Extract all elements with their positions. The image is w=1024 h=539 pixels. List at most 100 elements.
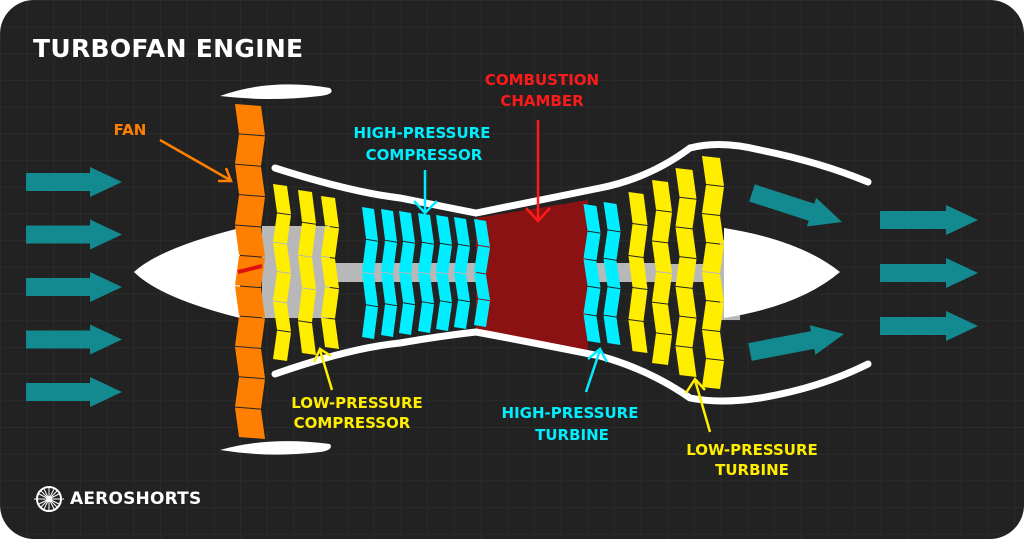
lp-turbine-blade <box>702 272 724 302</box>
hp-turbine-blade <box>583 259 601 288</box>
hp-compressor-blade <box>436 215 452 245</box>
lp-compressor-blade <box>273 272 291 303</box>
lp-compressor-blade <box>321 256 339 289</box>
lp-compressor-blade <box>273 184 291 215</box>
hp-compressor-blade <box>362 305 378 339</box>
lpt-pointer-head <box>684 376 706 394</box>
lp-compressor-blade <box>298 222 316 257</box>
lp-compressor-blade <box>321 317 339 349</box>
lp-compressor-blade <box>321 226 339 258</box>
hp-compressor-blade <box>474 272 490 301</box>
hp-compressor-blade <box>474 219 490 247</box>
fan-blade <box>235 195 265 227</box>
lpt-pointer <box>693 379 712 433</box>
combustion-chamber <box>476 200 588 352</box>
engine-blades <box>235 104 724 439</box>
label-hpc-line2: COMPRESSOR <box>366 146 483 164</box>
label-combustion-line1: COMBUSTION <box>485 71 599 89</box>
fan-pointer <box>159 138 231 182</box>
bypass-exhaust-arrow <box>749 184 842 227</box>
hp-turbine-blade <box>583 204 601 233</box>
lp-turbine-blade <box>702 330 724 360</box>
nacelle-bottom-lip <box>220 441 331 455</box>
nacelle-top-lip <box>220 84 332 99</box>
label-hpt-line1: HIGH-PRESSURE <box>502 404 639 422</box>
hp-turbine-blade <box>603 230 621 260</box>
lp-compressor-blade <box>273 213 291 244</box>
hp-compressor-blade <box>381 209 397 242</box>
fan-hub-mark <box>237 264 263 274</box>
hp-compressor-blade <box>399 241 415 274</box>
lp-turbine-blade <box>702 243 724 273</box>
fan-blade <box>235 346 265 379</box>
lp-turbine-blade <box>702 185 724 215</box>
hp-compressor-blade <box>418 242 434 274</box>
lp-turbine-blade <box>652 241 672 273</box>
hp-compressor-blade <box>362 207 378 241</box>
fan-blade <box>235 225 265 257</box>
tail-cone <box>724 228 840 318</box>
hp-compressor-blade <box>474 299 490 327</box>
hp-compressor-blade <box>454 300 470 329</box>
lp-turbine-blade <box>675 168 697 199</box>
lp-turbine-blade <box>675 227 697 259</box>
lp-compressor-blade <box>298 255 316 290</box>
intake-airflow-arrows <box>26 167 122 407</box>
hp-turbine-blade <box>583 314 601 343</box>
hp-compressor-blade <box>399 211 415 243</box>
fan-blade <box>235 407 265 439</box>
hp-compressor-blade <box>362 272 378 307</box>
combustion-pointer-head <box>525 207 551 223</box>
hp-compressor-blade <box>399 272 415 305</box>
exhaust-airflow-arrows <box>748 184 978 361</box>
hp-turbine-blade <box>603 315 621 345</box>
core-casing-bottom <box>271 328 872 405</box>
lp-compressor-blade <box>273 330 291 361</box>
lp-turbine-blade <box>702 301 724 331</box>
combustion-callout: COMBUSTION CHAMBER <box>485 71 599 223</box>
hp-compressor-callout: HIGH-PRESSURE COMPRESSOR <box>354 124 490 215</box>
lp-compressor-blade <box>273 301 291 332</box>
hp-compressor-blade <box>418 213 434 244</box>
intake-arrow <box>26 167 122 197</box>
lp-turbine-blade <box>628 320 648 353</box>
hp-turbine-blade <box>603 287 621 317</box>
lp-compressor-blade <box>321 287 339 319</box>
brand-name: AEROSHORTS <box>70 489 202 509</box>
lp-turbine-blade <box>702 214 724 244</box>
jet-engine-fan-icon <box>34 486 64 512</box>
label-combustion-line2: CHAMBER <box>500 92 584 110</box>
hp-compressor-blade <box>399 303 415 335</box>
hp-turbine-callout: HIGH-PRESSURE TURBINE <box>502 347 639 444</box>
lp-compressor-blade <box>298 321 316 355</box>
lp-compressor-blade <box>298 288 316 323</box>
lp-turbine-blade <box>628 192 648 225</box>
hp-compressor-blade <box>381 272 397 306</box>
spinner-nose-cone <box>134 228 240 318</box>
fan-blade <box>235 286 265 318</box>
lp-turbine-blade <box>675 286 697 318</box>
hp-compressor-blade <box>381 240 397 274</box>
fan-blade <box>235 164 265 197</box>
hpt-pointer <box>584 349 602 393</box>
hp-compressor-blade <box>418 302 434 333</box>
lp-turbine-blade <box>628 288 648 321</box>
core-exhaust-arrow <box>880 311 978 341</box>
fan-blade <box>235 104 265 136</box>
bypass-exhaust-arrow <box>748 325 844 361</box>
hpc-pointer-head <box>413 200 438 215</box>
label-lpt-line2: TURBINE <box>715 461 789 479</box>
lpc-pointer <box>318 349 334 391</box>
lp-compressor-blade <box>321 196 339 228</box>
lp-turbine-blade <box>652 333 672 365</box>
core-casing-top <box>271 140 872 217</box>
intake-arrow <box>26 219 122 250</box>
fan-blade <box>235 134 265 166</box>
intake-arrow <box>26 324 122 355</box>
label-lpc-line1: LOW-PRESSURE <box>291 394 423 412</box>
hp-compressor-blade <box>436 243 452 274</box>
lp-turbine-blade <box>675 197 697 229</box>
hp-compressor-blade <box>454 272 470 302</box>
fan-blade <box>235 255 265 288</box>
lp-compressor-blade <box>273 242 291 273</box>
